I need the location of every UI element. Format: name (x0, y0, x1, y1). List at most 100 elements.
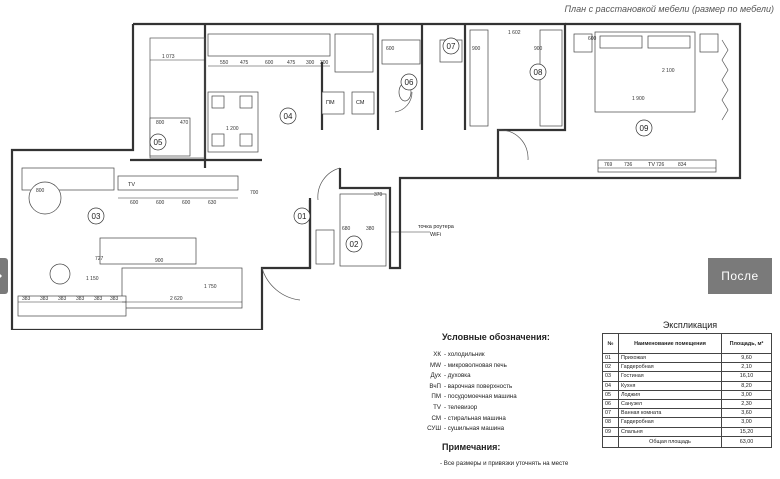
svg-text:01: 01 (298, 212, 307, 221)
door-swing (261, 267, 301, 301)
round-table (28, 181, 62, 215)
loggia (149, 37, 206, 159)
svg-text:600: 600 (386, 46, 395, 52)
svg-text:726: 726 (656, 162, 665, 168)
svg-text:WiFi: WiFi (430, 232, 441, 238)
outer-wall (10, 24, 312, 330)
tv-stand (117, 175, 239, 191)
svg-text:TV: TV (648, 162, 655, 168)
curtain (721, 39, 729, 121)
svg-text:700: 700 (250, 190, 259, 196)
table-header-row: № Наименование помещения Площадь, м² (602, 333, 772, 354)
legend-title: Условные обозначения: (442, 332, 550, 342)
tv-cabinet (597, 159, 717, 173)
explication-title: Экспликация (662, 320, 718, 330)
armchair (49, 263, 71, 285)
svg-text:09: 09 (640, 124, 649, 133)
svg-text:680: 680 (342, 226, 351, 232)
svg-text:900: 900 (472, 46, 481, 52)
kitchen-tall-unit (334, 33, 374, 73)
svg-text:630: 630 (208, 200, 217, 206)
legend-item: Дух- духовка (430, 372, 471, 380)
svg-text:380: 380 (366, 226, 375, 232)
legend-item: MW- микроволновая печь (430, 361, 507, 369)
svg-text:383: 383 (94, 296, 103, 302)
bathtub (381, 39, 421, 65)
svg-text:383: 383 (76, 296, 85, 302)
nightstand (699, 33, 719, 53)
svg-text:TV: TV (128, 182, 135, 188)
svg-text:08: 08 (534, 68, 543, 77)
svg-text:1 073: 1 073 (162, 54, 175, 60)
coffee-table (99, 237, 197, 265)
hall-cabinet (315, 229, 335, 265)
svg-text:точка роутера: точка роутера (418, 224, 455, 230)
wardrobe (339, 193, 387, 267)
notes-title: Примечания: (442, 441, 501, 452)
svg-text:300: 300 (306, 60, 315, 66)
svg-text:550: 550 (220, 60, 229, 66)
svg-text:900: 900 (155, 258, 164, 264)
outer-wall-east (133, 22, 567, 270)
notes-text: - Все размеры и привязки уточнять на мес… (440, 459, 569, 467)
wardrobe-shelves (469, 29, 489, 127)
kitchen-counter-top (207, 33, 331, 57)
svg-text:1 750: 1 750 (204, 284, 217, 290)
bedroom-door-swing (497, 129, 529, 161)
legend-item: ХК- холодильник (433, 351, 485, 358)
svg-text:475: 475 (287, 60, 296, 66)
dimension-annotations: 1 073 550 475 600 475 300 300 1 200 800 … (18, 30, 716, 303)
svg-text:1 200: 1 200 (226, 126, 239, 132)
legend: Условные обозначения: ХК- холодильник MW… (420, 332, 590, 467)
svg-text:900: 900 (534, 46, 543, 52)
sofa (121, 267, 243, 309)
svg-text:470: 470 (180, 120, 189, 126)
floor-plan-drawing: 01 02 03 04 05 06 07 08 09 ПМ СМ TV TV т… (10, 22, 742, 330)
svg-text:300: 300 (320, 60, 329, 66)
svg-text:600: 600 (588, 36, 597, 42)
svg-text:383: 383 (22, 296, 31, 302)
room-markers: 01 02 03 04 05 06 07 08 09 (87, 37, 653, 253)
dining-chair (211, 133, 225, 147)
legend-item: ВчП- варочная поверхность (429, 382, 513, 390)
explication-table: Экспликация № Наименование помещения Пло… (602, 320, 772, 448)
entry-door-swing (317, 167, 341, 201)
svg-text:600: 600 (156, 200, 165, 206)
nightstand (573, 33, 593, 53)
svg-text:383: 383 (40, 296, 49, 302)
svg-text:04: 04 (284, 112, 293, 121)
svg-text:800: 800 (156, 120, 165, 126)
svg-text:383: 383 (58, 296, 67, 302)
svg-text:СМ: СМ (356, 100, 365, 106)
svg-text:600: 600 (182, 200, 191, 206)
legend-item: ПМ- посудомоечная машина (431, 393, 517, 401)
svg-text:2 620: 2 620 (170, 296, 183, 302)
page-title: План с расстановкой мебели (размер по ме… (564, 4, 774, 14)
svg-text:1 900: 1 900 (632, 96, 645, 102)
svg-text:07: 07 (447, 42, 456, 51)
svg-text:1 602: 1 602 (508, 30, 521, 36)
previous-arrow-button[interactable] (0, 258, 8, 294)
dining-chair (239, 95, 253, 109)
legend-item: СУШ- сушильная машина (427, 425, 505, 433)
svg-text:383: 383 (110, 296, 119, 302)
svg-text:03: 03 (92, 212, 101, 221)
after-button[interactable]: После (708, 258, 772, 294)
svg-text:1 150: 1 150 (86, 276, 99, 282)
svg-text:ПМ: ПМ (326, 100, 335, 106)
svg-text:2 100: 2 100 (662, 68, 675, 74)
legend-item: СМ- стиральная машина (431, 414, 506, 422)
svg-text:769: 769 (604, 162, 613, 168)
svg-text:05: 05 (154, 138, 163, 147)
toilet-door-swing (394, 91, 413, 113)
